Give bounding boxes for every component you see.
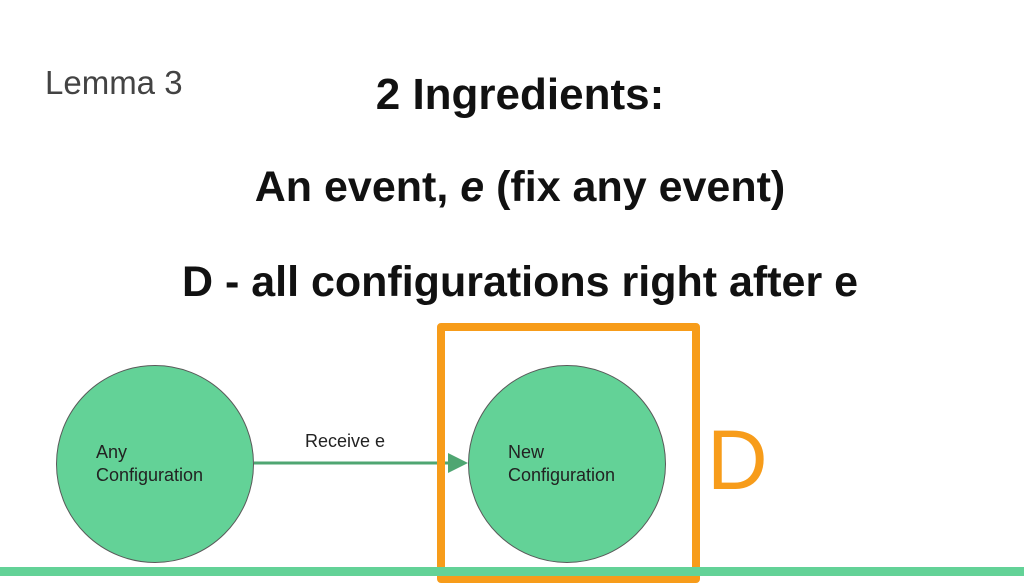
event-line-prefix: An event, [254,163,461,211]
set-d-label: D [707,413,768,507]
any-configuration-node [56,365,254,563]
transition-label: Receive e [305,431,386,451]
lemma-label: Lemma 3 [45,64,183,101]
event-line-suffix: (fix any event) [484,163,786,211]
ingredient-configurations-line: D - all configurations right after e [181,258,859,306]
new-configuration-label: New Configuration [508,442,616,485]
event-variable: e [460,163,485,211]
set-d-outline [437,323,700,583]
slide-title: 2 Ingredients: [375,70,665,119]
footer-bar [0,567,1024,576]
any-configuration-label: Any Configuration [96,442,204,485]
transition-arrow-head [448,453,468,473]
ingredient-event-line: An event, e (fix any event) [0,163,1024,212]
new-configuration-node [468,365,666,563]
